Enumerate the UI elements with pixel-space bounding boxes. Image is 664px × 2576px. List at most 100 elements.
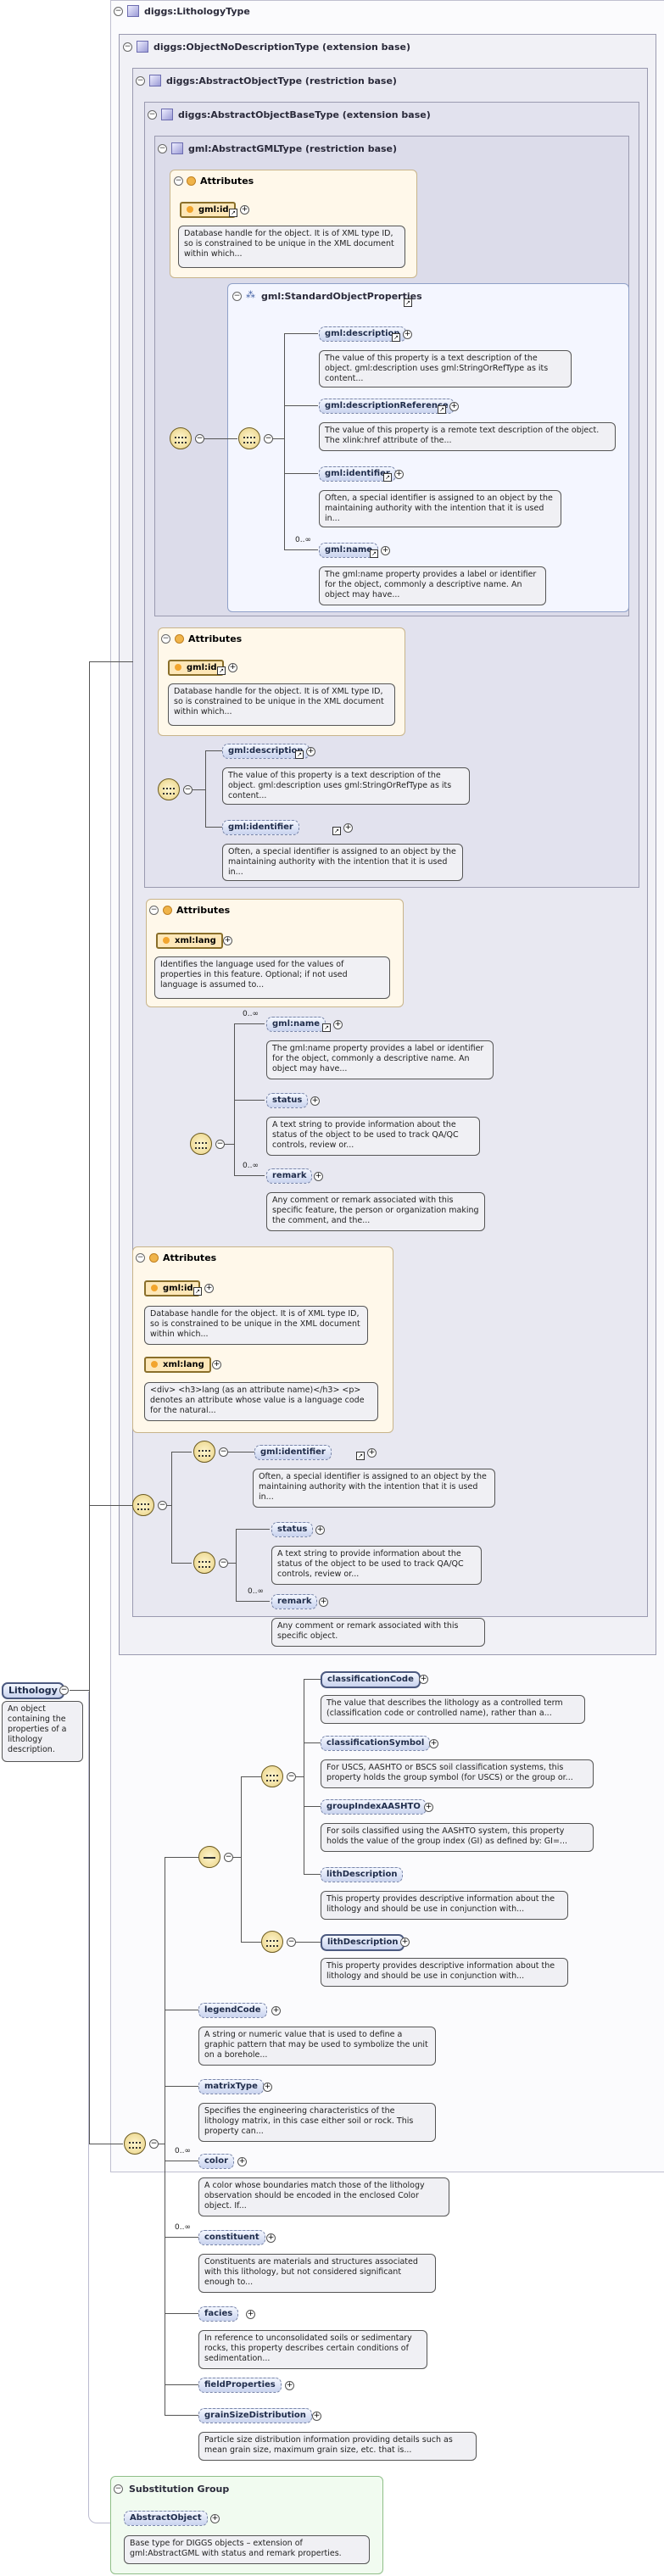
collapse-toggle[interactable]: − (114, 2484, 123, 2494)
expand-plus-icon[interactable]: + (246, 2310, 255, 2319)
collapse-toggle[interactable]: − (149, 906, 159, 915)
expand-plus-icon[interactable]: + (343, 823, 353, 833)
link-icon: ↗ (392, 333, 400, 342)
element-description: In reference to unconsolidated soils or … (198, 2330, 427, 2369)
element-status[interactable]: status (266, 1093, 309, 1108)
element-abstract-object[interactable]: AbstractObject (124, 2511, 208, 2526)
element-gml-identifier[interactable]: gml:identifier (222, 820, 299, 835)
expand-plus-icon[interactable]: + (314, 1172, 323, 1181)
attribute-xml-lang[interactable]: xml:lang (144, 1357, 211, 1373)
element-description: Any comment or remark associated with th… (266, 1192, 485, 1231)
expand-plus-icon[interactable]: + (424, 1803, 433, 1812)
expand-plus-icon[interactable]: + (266, 2233, 276, 2243)
element-field-properties[interactable]: fieldProperties (198, 2378, 282, 2393)
attribute-xml-lang[interactable]: xml:lang (156, 933, 223, 949)
element-description: A string or numeric value that is used t… (198, 2027, 436, 2066)
element-lith-description[interactable]: lithDescription (321, 1867, 404, 1882)
expand-plus-icon[interactable]: + (333, 1020, 343, 1029)
element-gml-identifier[interactable]: gml:identifier (254, 1445, 332, 1460)
sequence-compositor-icon (190, 1133, 212, 1155)
element-description: For USCS, AASHTO or BSCS soil classifica… (321, 1759, 594, 1788)
attribute-icon (187, 176, 196, 186)
collapse-toggle[interactable]: − (158, 144, 167, 153)
expand-plus-icon[interactable]: + (319, 1597, 328, 1607)
element-description: Base type for DIGGS objects – extension … (124, 2535, 370, 2564)
expand-plus-icon[interactable]: + (310, 1096, 320, 1106)
group-title: gml:StandardObjectProperties (261, 291, 422, 302)
expand-plus-icon[interactable]: + (367, 1448, 377, 1458)
attribute-gml-id[interactable]: gml:id (180, 202, 236, 218)
attribute-description: Database handle for the object. It is of… (144, 1306, 368, 1345)
complex-type-icon (137, 41, 148, 53)
link-icon: ↗ (332, 827, 341, 835)
element-remark[interactable]: remark (271, 1594, 318, 1609)
element-classification-symbol[interactable]: classificationSymbol (321, 1736, 431, 1751)
element-classification-code[interactable]: classificationCode (321, 1671, 421, 1688)
expand-plus-icon[interactable]: + (429, 1739, 438, 1748)
expand-plus-icon[interactable]: + (315, 1525, 325, 1535)
element-gml-description[interactable]: gml:description (319, 326, 406, 342)
expand-plus-icon[interactable]: + (394, 470, 404, 479)
collapse-toggle[interactable]: − (123, 42, 132, 52)
sequence-compositor-icon (261, 1765, 283, 1787)
expand-plus-icon[interactable]: + (285, 2381, 294, 2390)
element-description: A text string to provide information abo… (271, 1546, 482, 1585)
expand-plus-icon[interactable]: + (312, 2412, 321, 2421)
attribute-gml-id[interactable]: gml:id (168, 660, 224, 676)
attributes-title: Attributes (176, 905, 231, 916)
sequence-compositor-icon (170, 427, 192, 449)
expand-plus-icon[interactable]: + (419, 1675, 428, 1684)
element-facies[interactable]: facies (198, 2306, 239, 2322)
element-group-index-aashto[interactable]: groupIndexAASHTO (321, 1799, 427, 1815)
expand-plus-icon[interactable]: + (223, 936, 232, 945)
element-description: This property provides descriptive infor… (321, 1958, 568, 1987)
element-grain-size-distribution[interactable]: grainSizeDistribution (198, 2408, 312, 2423)
element-gml-description-reference[interactable]: gml:descriptionReference (319, 399, 455, 414)
element-matrix-type[interactable]: matrixType (198, 2079, 264, 2094)
collapse-toggle[interactable]: − (232, 292, 242, 301)
element-description: Often, a special identifier is assigned … (253, 1469, 495, 1508)
complex-type-icon (127, 5, 139, 17)
element-description: A color whose boundaries match those of … (198, 2177, 449, 2216)
expand-plus-icon[interactable]: + (263, 2083, 272, 2092)
expand-plus-icon[interactable]: + (403, 330, 412, 339)
element-lith-description[interactable]: lithDescription (321, 1934, 405, 1951)
element-description: Any comment or remark associated with th… (271, 1618, 485, 1647)
expand-plus-icon[interactable]: + (306, 747, 315, 756)
element-status[interactable]: status (271, 1522, 314, 1537)
attribute-description: Database handle for the object. It is of… (178, 226, 405, 268)
expand-plus-icon[interactable]: + (381, 546, 390, 555)
expand-plus-icon[interactable]: + (212, 1360, 221, 1369)
expand-minus-icon[interactable]: − (59, 1686, 69, 1695)
group-title: gml:AbstractGMLType (restriction base) (188, 143, 398, 154)
expand-plus-icon[interactable]: + (237, 2157, 247, 2166)
element-description: The value that describes the lithology a… (321, 1695, 585, 1724)
expand-plus-icon[interactable]: + (210, 2514, 220, 2523)
link-icon: ↗ (370, 549, 378, 558)
complex-type-icon (161, 109, 173, 120)
attribute-description: <div> <h3>lang (as an attribute name)</h… (144, 1382, 378, 1421)
element-color[interactable]: color (198, 2154, 235, 2169)
expand-plus-icon[interactable]: + (204, 1284, 214, 1293)
collapse-toggle[interactable]: − (161, 634, 170, 644)
attribute-icon (175, 634, 184, 644)
root-element-lithology[interactable]: Lithology (2, 1682, 64, 1699)
collapse-toggle[interactable]: − (148, 110, 157, 120)
collapse-toggle[interactable]: − (136, 76, 145, 86)
collapse-toggle[interactable]: − (174, 176, 183, 186)
expand-plus-icon[interactable]: + (240, 205, 249, 215)
element-description: Particle size distribution information p… (198, 2432, 477, 2461)
collapse-toggle[interactable]: − (136, 1253, 145, 1263)
element-description: For soils classified using the AASHTO sy… (321, 1823, 594, 1852)
element-legend-code[interactable]: legendCode (198, 2003, 267, 2018)
collapse-toggle[interactable]: − (114, 7, 123, 16)
element-gml-name[interactable]: gml:name (266, 1017, 326, 1032)
element-remark[interactable]: remark (266, 1168, 313, 1184)
attribute-gml-id[interactable]: gml:id (144, 1280, 200, 1296)
expand-plus-icon[interactable]: + (400, 1938, 410, 1947)
expand-plus-icon[interactable]: + (449, 402, 459, 411)
element-constituent[interactable]: constituent (198, 2230, 265, 2245)
expand-plus-icon[interactable]: + (228, 663, 237, 672)
link-icon: ↗ (229, 209, 237, 217)
expand-plus-icon[interactable]: + (271, 2006, 281, 2016)
